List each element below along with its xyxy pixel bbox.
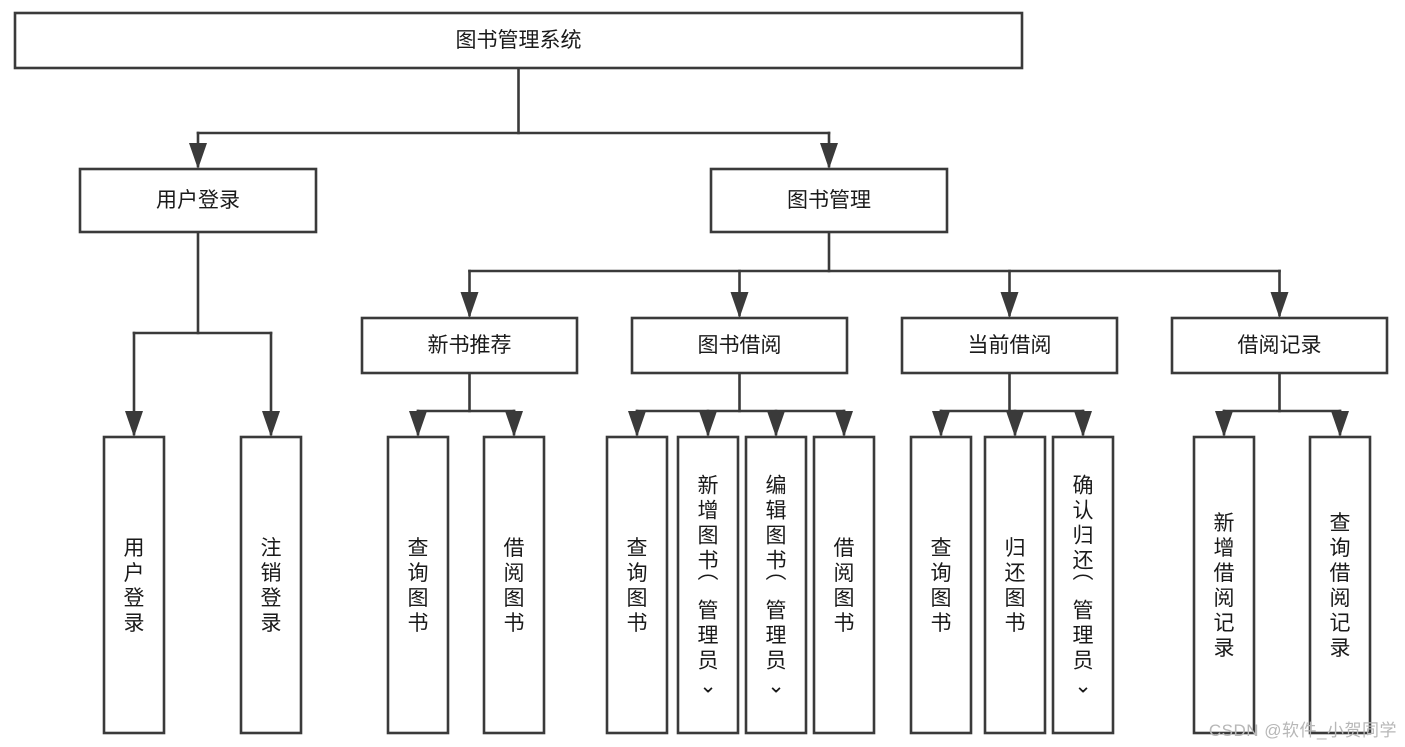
bracket-glyph: ⌒ <box>1073 575 1094 598</box>
node-leaf-query-book-3[interactable]: 查询图书 <box>909 435 973 735</box>
node-leaf-add-borrow-record[interactable]: 新增借阅记录 <box>1192 435 1256 735</box>
node-box <box>1051 435 1115 735</box>
node-box <box>605 435 669 735</box>
csdn-watermark: CSDN @软件_小贺同学 <box>1208 721 1397 740</box>
node-leaf-return-book[interactable]: 归还图书 <box>983 435 1047 735</box>
node-user-login[interactable]: 用户登录 <box>78 167 318 234</box>
node-box <box>983 435 1047 735</box>
arrow-head-icon <box>1000 292 1019 318</box>
bracket-glyph: ⌄ <box>767 675 785 698</box>
node-leaf-add-book[interactable]: 新增图书⌒管理员⌄ <box>676 435 740 735</box>
node-label: 新增借阅记录 <box>1214 512 1235 660</box>
arrow-head-icon <box>699 411 717 437</box>
node-new-book-recommend[interactable]: 新书推荐 <box>360 316 579 375</box>
arrow-head-icon <box>730 292 749 318</box>
arrow-head-icon <box>1215 411 1233 437</box>
node-label: 归还图书 <box>1005 537 1026 635</box>
node-label: 确认归还⌒管理员⌄ <box>1073 475 1094 698</box>
node-box <box>909 435 973 735</box>
node-label: 借阅记录 <box>1238 334 1322 357</box>
node-leaf-borrow-book-1[interactable]: 借阅图书 <box>482 435 546 735</box>
arrow-head-icon <box>1331 411 1349 437</box>
arrow-head-icon <box>932 411 950 437</box>
node-current-borrow[interactable]: 当前借阅 <box>900 316 1119 375</box>
node-box <box>1170 316 1389 375</box>
node-box <box>1308 435 1372 735</box>
node-label: 图书借阅 <box>698 334 782 357</box>
arrow-head-icon <box>1270 292 1289 318</box>
node-book-borrow[interactable]: 图书借阅 <box>630 316 849 375</box>
node-box <box>1192 435 1256 735</box>
arrow-head-icon <box>505 411 523 437</box>
arrow-head-icon <box>409 411 427 437</box>
arrow-head-icon <box>125 411 143 437</box>
node-label: 查询图书 <box>931 537 952 635</box>
node-label: 查询图书 <box>627 537 648 635</box>
arrow-head-icon <box>767 411 785 437</box>
node-box <box>482 435 546 735</box>
node-label: 借阅图书 <box>834 537 855 635</box>
node-leaf-query-book-2[interactable]: 查询图书 <box>605 435 669 735</box>
arrow-head-icon <box>820 143 838 169</box>
bracket-glyph: ⌄ <box>699 675 717 698</box>
node-label: 用户登录 <box>124 537 145 635</box>
node-label: 新书推荐 <box>428 334 512 357</box>
node-box <box>360 316 579 375</box>
node-leaf-edit-book[interactable]: 编辑图书⌒管理员⌄ <box>744 435 808 735</box>
bracket-glyph: ⌒ <box>698 575 719 598</box>
connectors-layer <box>125 66 1349 437</box>
node-box <box>13 11 1024 70</box>
node-label: 新增图书⌒管理员⌄ <box>698 475 719 698</box>
node-leaf-borrow-book-2[interactable]: 借阅图书 <box>812 435 876 735</box>
node-book-management[interactable]: 图书管理 <box>709 167 949 234</box>
node-label: 编辑图书⌒管理员⌄ <box>766 475 787 698</box>
node-label: 查询图书 <box>408 537 429 635</box>
node-box <box>744 435 808 735</box>
bracket-glyph: ⌒ <box>766 575 787 598</box>
node-root-root[interactable]: 图书管理系统 <box>13 11 1024 70</box>
node-box <box>239 435 303 735</box>
arrow-head-icon <box>1074 411 1092 437</box>
arrow-head-icon <box>460 292 479 318</box>
node-box <box>900 316 1119 375</box>
node-label: 借阅图书 <box>504 537 525 635</box>
node-label: 当前借阅 <box>968 334 1052 357</box>
arrow-head-icon <box>1006 411 1024 437</box>
node-label: 图书管理 <box>787 189 871 212</box>
node-leaf-logout-login[interactable]: 注销登录 <box>239 435 303 735</box>
node-box <box>78 167 318 234</box>
node-box <box>709 167 949 234</box>
node-box <box>676 435 740 735</box>
node-leaf-confirm-return[interactable]: 确认归还⌒管理员⌄ <box>1051 435 1115 735</box>
arrow-head-icon <box>262 411 280 437</box>
arrow-head-icon <box>835 411 853 437</box>
node-leaf-user-login[interactable]: 用户登录 <box>102 435 166 735</box>
node-label: 用户登录 <box>156 189 240 212</box>
arrow-head-icon <box>628 411 646 437</box>
node-label: 查询借阅记录 <box>1330 512 1351 660</box>
node-leaf-query-borrow-record[interactable]: 查询借阅记录 <box>1308 435 1372 735</box>
node-box <box>812 435 876 735</box>
node-label: 图书管理系统 <box>456 29 582 52</box>
node-borrow-record[interactable]: 借阅记录 <box>1170 316 1389 375</box>
arrow-head-icon <box>189 143 207 169</box>
node-box <box>630 316 849 375</box>
node-leaf-query-book-1[interactable]: 查询图书 <box>386 435 450 735</box>
node-box <box>102 435 166 735</box>
bracket-glyph: ⌄ <box>1074 675 1092 698</box>
node-box <box>386 435 450 735</box>
nodes-layer: 图书管理系统用户登录图书管理新书推荐图书借阅当前借阅借阅记录用户登录注销登录查询… <box>13 11 1389 735</box>
node-label: 注销登录 <box>261 537 282 635</box>
